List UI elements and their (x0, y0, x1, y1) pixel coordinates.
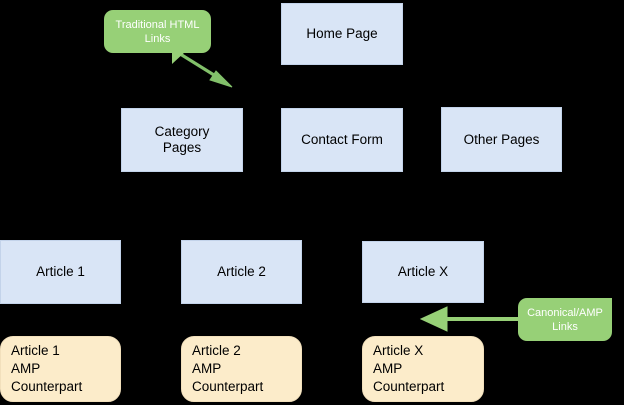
node-home-page[interactable]: Home Page (281, 3, 403, 65)
node-article-2[interactable]: Article 2 (181, 240, 302, 304)
node-label-line-3: Counterpart (192, 379, 264, 394)
node-label: Article 1 AMP Counterpart (11, 342, 82, 396)
callout-label-line-2: Links (144, 32, 171, 45)
callout-canonical-amp-links[interactable]: Canonical/AMP Links (518, 298, 612, 341)
node-label-line-2: AMP (11, 361, 41, 376)
node-label: Home Page (306, 26, 378, 41)
node-label-line-1: Category (154, 124, 210, 139)
node-label: Article 1 (36, 264, 85, 279)
node-label: Article X AMP Counterpart (373, 342, 444, 396)
callout-tail-icon (599, 298, 612, 309)
callout-label: Traditional HTML Links (116, 18, 200, 46)
callout-label-line-1: Canonical/AMP (527, 306, 603, 319)
node-label: Category Pages (155, 124, 210, 156)
node-label-line-3: Counterpart (11, 379, 83, 394)
node-contact-form[interactable]: Contact Form (281, 108, 403, 172)
node-category-pages[interactable]: Category Pages (121, 108, 243, 172)
callout-tail-icon (172, 52, 185, 64)
node-label: Article X (397, 264, 449, 279)
node-article-2-amp-counterpart[interactable]: Article 2 AMP Counterpart (181, 336, 302, 402)
node-label-line-3: Counterpart (373, 379, 445, 394)
node-label-line-2: Pages (162, 140, 202, 155)
node-article-x-amp-counterpart[interactable]: Article X AMP Counterpart (362, 336, 484, 402)
node-label-line-1: Article 2 (192, 343, 241, 358)
callout-label-line-1: Traditional HTML (115, 18, 200, 31)
callout-label: Canonical/AMP Links (527, 306, 603, 334)
node-label: Contact Form (301, 132, 383, 147)
canonical-amp-links-arrow (419, 306, 520, 332)
node-label: Article 2 (217, 264, 266, 279)
node-label: Other Pages (463, 131, 540, 147)
node-article-x[interactable]: Article X (362, 241, 484, 303)
node-label-line-2: AMP (192, 361, 222, 376)
node-label: Article 2 AMP Counterpart (192, 342, 263, 396)
node-article-1-amp-counterpart[interactable]: Article 1 AMP Counterpart (0, 336, 121, 402)
node-article-1[interactable]: Article 1 (0, 240, 121, 304)
traditional-html-links-arrow (176, 50, 233, 88)
node-label-line-1: Article X (373, 343, 424, 358)
node-label-line-1: Article 1 (11, 343, 60, 358)
node-other-pages[interactable]: Other Pages (441, 107, 562, 172)
node-label-line-2: AMP (373, 361, 403, 376)
callout-label-line-2: Links (552, 320, 578, 333)
callout-traditional-html-links[interactable]: Traditional HTML Links (104, 10, 211, 64)
